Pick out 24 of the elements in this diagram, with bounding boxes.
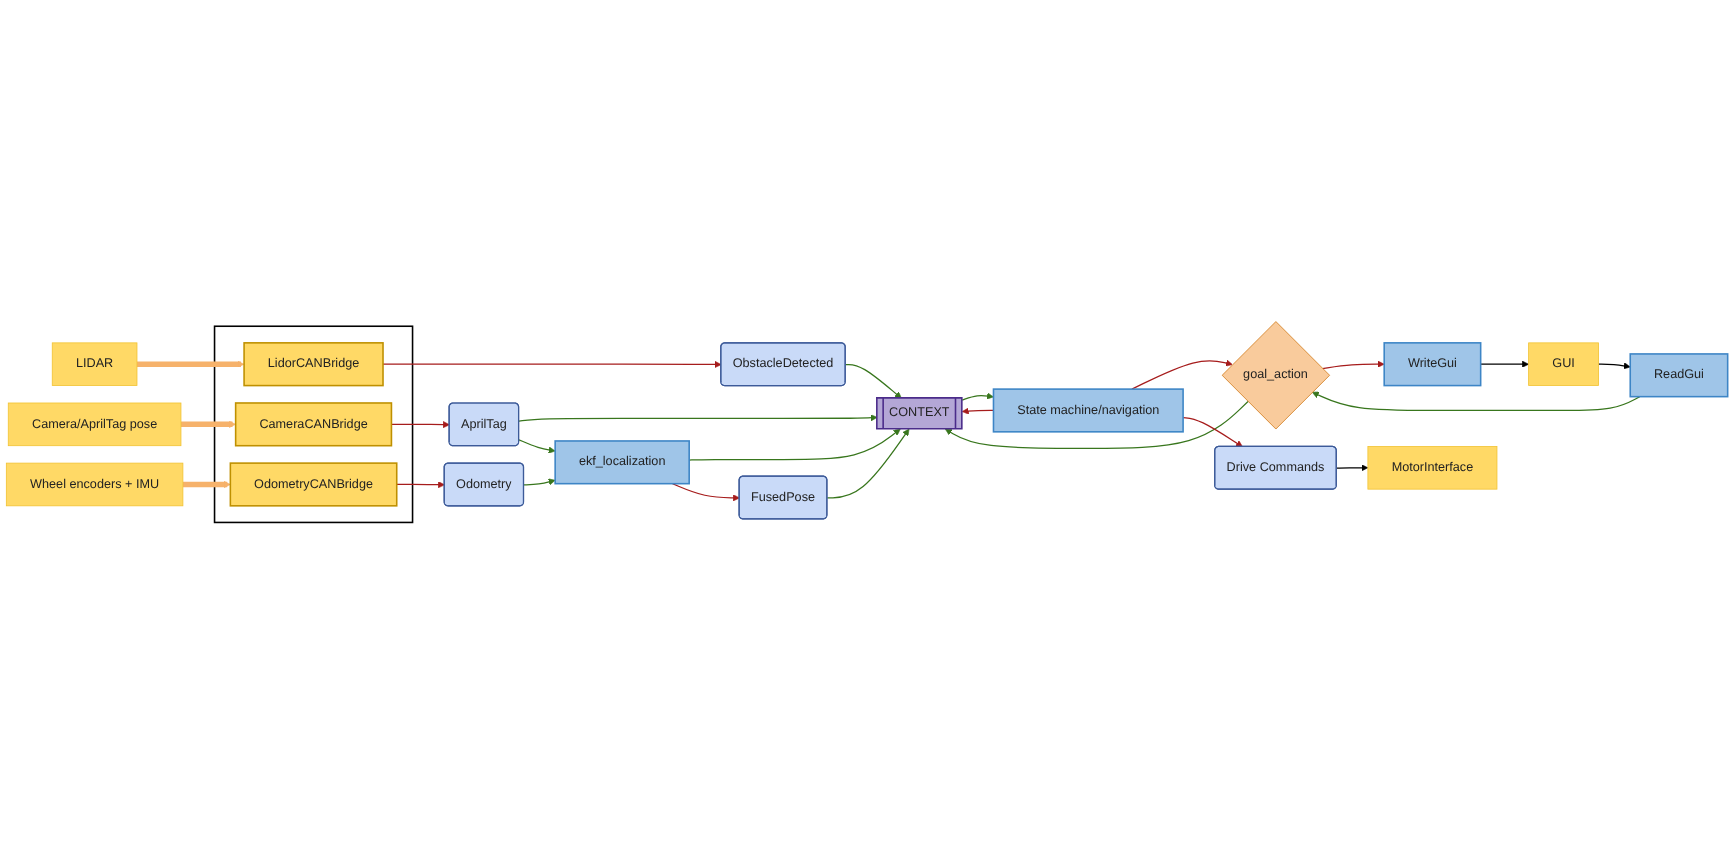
arrow <box>671 483 740 502</box>
arrow <box>1336 464 1369 472</box>
arrow <box>180 420 236 428</box>
arrow <box>1597 362 1631 370</box>
arrow <box>518 414 878 422</box>
arrow <box>961 407 995 415</box>
arrow <box>945 400 1249 450</box>
arrow <box>826 428 910 499</box>
arrow <box>396 481 445 489</box>
cluster <box>213 325 414 524</box>
arrow <box>1321 360 1385 370</box>
arrow <box>382 361 722 368</box>
arrow <box>688 428 901 461</box>
arrow <box>390 421 450 429</box>
arrow <box>182 481 231 488</box>
arrow <box>961 392 994 401</box>
arrow <box>137 360 245 368</box>
arrow <box>518 439 556 454</box>
arrow <box>1312 391 1641 412</box>
arrow <box>1480 360 1529 368</box>
arrow <box>523 478 556 486</box>
arrow <box>1131 359 1233 390</box>
arrow <box>1182 416 1243 448</box>
arrow <box>844 363 902 399</box>
